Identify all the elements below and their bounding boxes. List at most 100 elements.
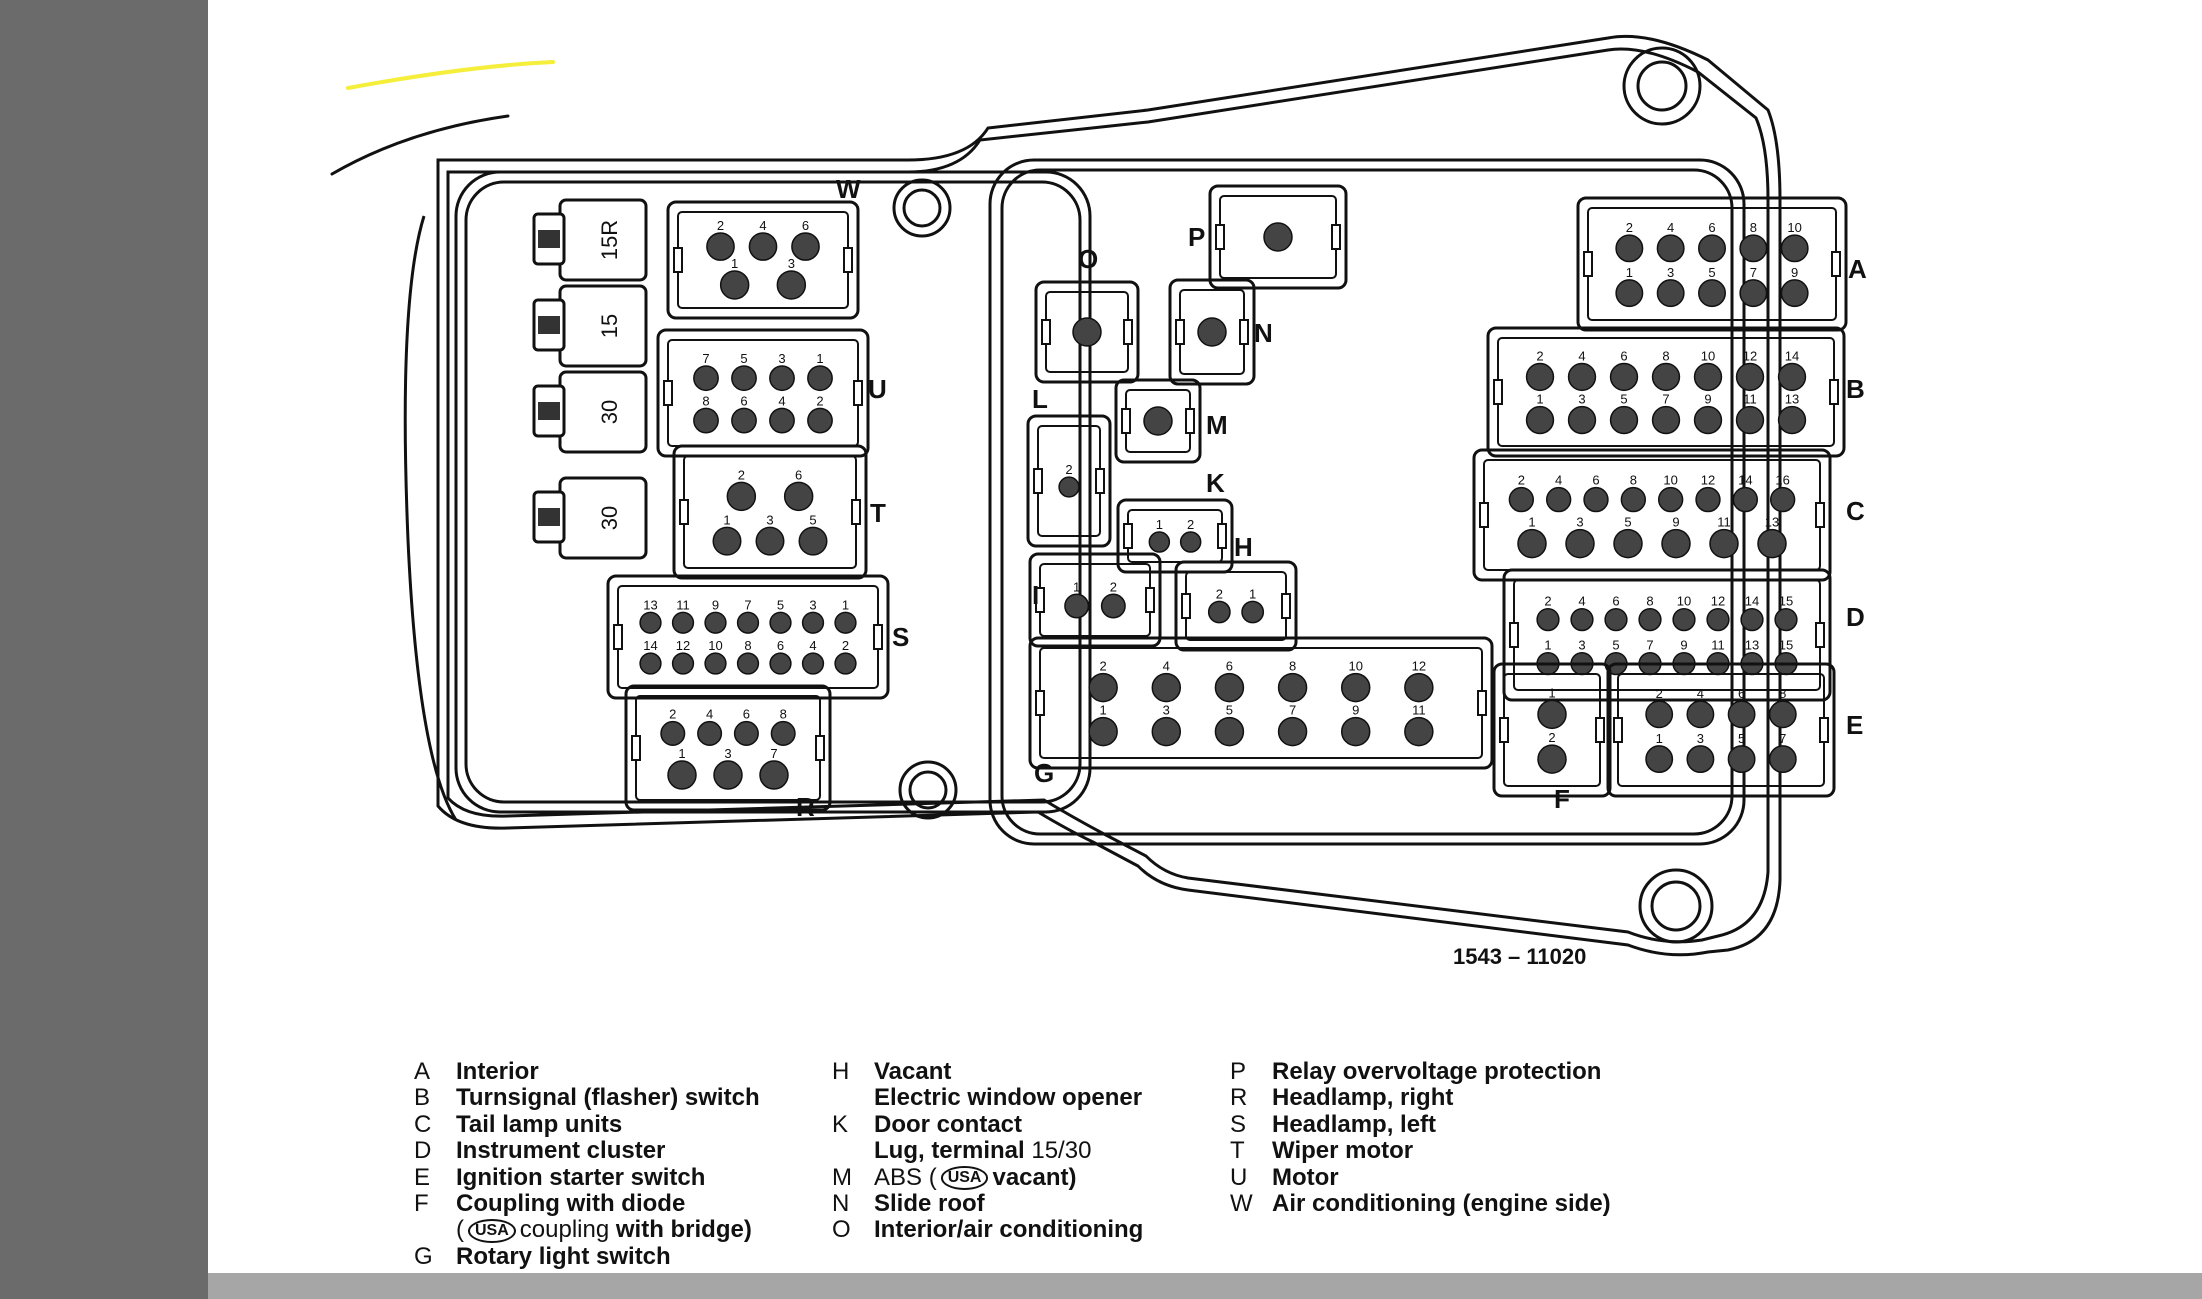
pin <box>1179 531 1202 553</box>
pin-number: 6 <box>1592 473 1599 488</box>
legend-key: B <box>414 1084 431 1112</box>
pin-number: 6 <box>1738 686 1745 701</box>
connector-o: O <box>1034 244 1140 384</box>
connector-letter: D <box>1846 602 1865 632</box>
pin <box>1686 745 1715 774</box>
connector-letter: G <box>1034 758 1054 788</box>
legend-text: Ignition starter switch <box>456 1163 706 1191</box>
pin <box>1151 716 1182 747</box>
pin <box>1263 222 1293 252</box>
pin-number: 2 <box>669 707 676 722</box>
pin-number: 6 <box>795 467 802 482</box>
pin <box>1656 234 1685 263</box>
pin-number: 8 <box>780 707 787 722</box>
connector-letter: I <box>1032 580 1039 610</box>
legend-key: T <box>1230 1137 1245 1165</box>
pin <box>693 365 719 392</box>
usa-badge: USA <box>468 1219 516 1244</box>
pin-number: 1 <box>842 597 849 612</box>
pin-number: 5 <box>777 597 784 612</box>
pin-number: 9 <box>1352 703 1359 718</box>
pin <box>731 365 757 392</box>
pin-number: 1 <box>723 512 730 527</box>
pin <box>769 652 792 675</box>
pin <box>726 481 757 512</box>
connector-p: P <box>1188 184 1348 290</box>
pin <box>1735 405 1765 435</box>
pin-number: 11 <box>676 597 690 612</box>
pin <box>1698 279 1726 308</box>
legend-key: D <box>414 1137 432 1165</box>
pin-number: 2 <box>1065 462 1072 477</box>
pin <box>1651 362 1681 392</box>
pin-number: 10 <box>1701 348 1715 363</box>
pin-number: 7 <box>1289 703 1296 718</box>
legend-text: Instrument cluster <box>456 1137 666 1165</box>
pin-number: 11 <box>1711 638 1725 653</box>
pin-number: 2 <box>1100 659 1107 674</box>
viewer-bottom-bar <box>208 1273 2202 1299</box>
legend-key: P <box>1230 1058 1247 1085</box>
pin <box>1570 607 1594 632</box>
pin <box>1774 607 1798 632</box>
pin <box>798 526 828 556</box>
pin-number: 12 <box>1743 348 1757 363</box>
legend-key: K <box>832 1110 849 1138</box>
pin-number: 9 <box>1791 265 1798 280</box>
pin-number: 3 <box>1578 392 1585 407</box>
legend-text: Lug, terminal 15/30 <box>874 1137 1092 1165</box>
pin <box>1058 476 1080 498</box>
pin-number: 1 <box>1249 586 1256 601</box>
pin-number: 8 <box>1662 348 1669 363</box>
pin <box>1661 528 1691 559</box>
pin-number: 6 <box>1620 348 1627 363</box>
pin-number: 10 <box>1677 594 1691 609</box>
pin <box>1645 745 1674 774</box>
pin-number: 12 <box>676 638 690 653</box>
pin-number: 14 <box>1738 473 1752 488</box>
black-pen-stroke <box>330 114 510 176</box>
pin-number: 13 <box>1785 392 1799 407</box>
pin <box>660 720 686 746</box>
pin-number: 13 <box>1745 638 1759 653</box>
pin-number: 6 <box>743 707 750 722</box>
pin-number: 8 <box>702 393 709 408</box>
pin-number: 8 <box>744 638 751 653</box>
pin-number: 6 <box>1708 220 1715 235</box>
pin-number: 8 <box>1750 220 1757 235</box>
pin <box>1214 716 1245 747</box>
pin-number: 10 <box>1787 220 1801 235</box>
pin-number: 4 <box>778 393 785 408</box>
pin-number: 3 <box>1163 703 1170 718</box>
pin-number: 2 <box>1544 594 1551 609</box>
pin-number: 4 <box>1697 686 1704 701</box>
pin <box>1072 317 1102 347</box>
pin <box>1780 234 1809 263</box>
pin-number: 2 <box>738 467 745 482</box>
legend-text: Relay overvoltage protection <box>1272 1058 1602 1085</box>
pin-number: 4 <box>706 707 713 722</box>
legend-key: H <box>832 1058 850 1085</box>
pin <box>704 652 727 675</box>
pin-number: 12 <box>1412 659 1426 674</box>
pin-number: 5 <box>1226 703 1233 718</box>
pin-number: 3 <box>788 256 795 271</box>
pin-number: 1 <box>1548 685 1555 700</box>
connector-letter: M <box>1206 410 1228 440</box>
legend-text: Headlamp, right <box>1272 1084 1454 1112</box>
legend-key: R <box>1230 1084 1248 1112</box>
pin <box>671 611 695 634</box>
pin <box>733 720 759 746</box>
pin-number: 12 <box>1711 594 1725 609</box>
legend-text: Electric window opener <box>874 1084 1143 1112</box>
pin <box>1567 362 1597 392</box>
pin <box>1340 716 1371 747</box>
pin <box>1727 700 1756 729</box>
pin <box>671 652 695 675</box>
pin-number: 6 <box>802 218 809 233</box>
pin-number: 1 <box>1156 517 1163 532</box>
